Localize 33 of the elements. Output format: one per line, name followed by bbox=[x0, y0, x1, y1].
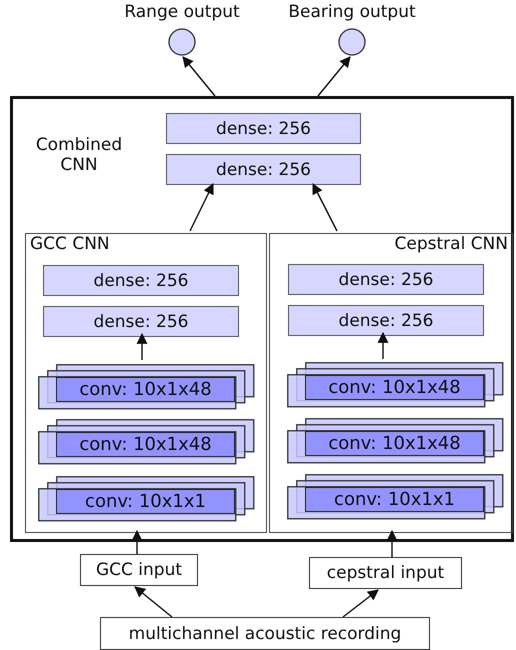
arrow bbox=[189, 183, 214, 232]
output-label: Bearing output bbox=[287, 2, 417, 22]
dense-layer: dense: 256 bbox=[166, 113, 361, 144]
conv-layer: conv: 10x1x1 bbox=[56, 489, 235, 514]
container-heading: Cepstral CNN bbox=[394, 234, 508, 254]
input-box: GCC input bbox=[80, 554, 198, 586]
dense-layer: dense: 256 bbox=[166, 154, 361, 185]
conv-layer: conv: 10x1x48 bbox=[56, 377, 235, 402]
container-heading: Combined CNN bbox=[34, 135, 124, 175]
input-box: multichannel acoustic recording bbox=[100, 617, 430, 650]
conv-layer: conv: 10x1x48 bbox=[305, 431, 484, 456]
network-container bbox=[10, 96, 514, 542]
conv-layer: conv: 10x1x48 bbox=[56, 432, 235, 457]
dense-layer: dense: 256 bbox=[43, 306, 239, 337]
arrow bbox=[134, 586, 172, 618]
sub-network-panel bbox=[269, 233, 513, 533]
arrow bbox=[312, 183, 338, 232]
dense-layer: dense: 256 bbox=[43, 265, 239, 296]
sub-network-panel bbox=[25, 233, 267, 533]
dense-layer: dense: 256 bbox=[288, 264, 484, 295]
arrow bbox=[132, 530, 142, 554]
dense-layer: dense: 256 bbox=[288, 305, 484, 336]
arrow bbox=[342, 589, 379, 618]
input-box: cepstral input bbox=[309, 557, 462, 589]
arrow bbox=[386, 530, 398, 557]
output-label: Range output bbox=[123, 2, 241, 22]
arrow bbox=[378, 332, 388, 359]
arrow bbox=[317, 56, 351, 96]
container-heading: GCC CNN bbox=[30, 234, 110, 254]
arrow bbox=[136, 332, 148, 360]
arrow bbox=[182, 56, 216, 96]
conv-layer: conv: 10x1x1 bbox=[305, 487, 484, 512]
conv-layer: conv: 10x1x48 bbox=[305, 375, 484, 400]
